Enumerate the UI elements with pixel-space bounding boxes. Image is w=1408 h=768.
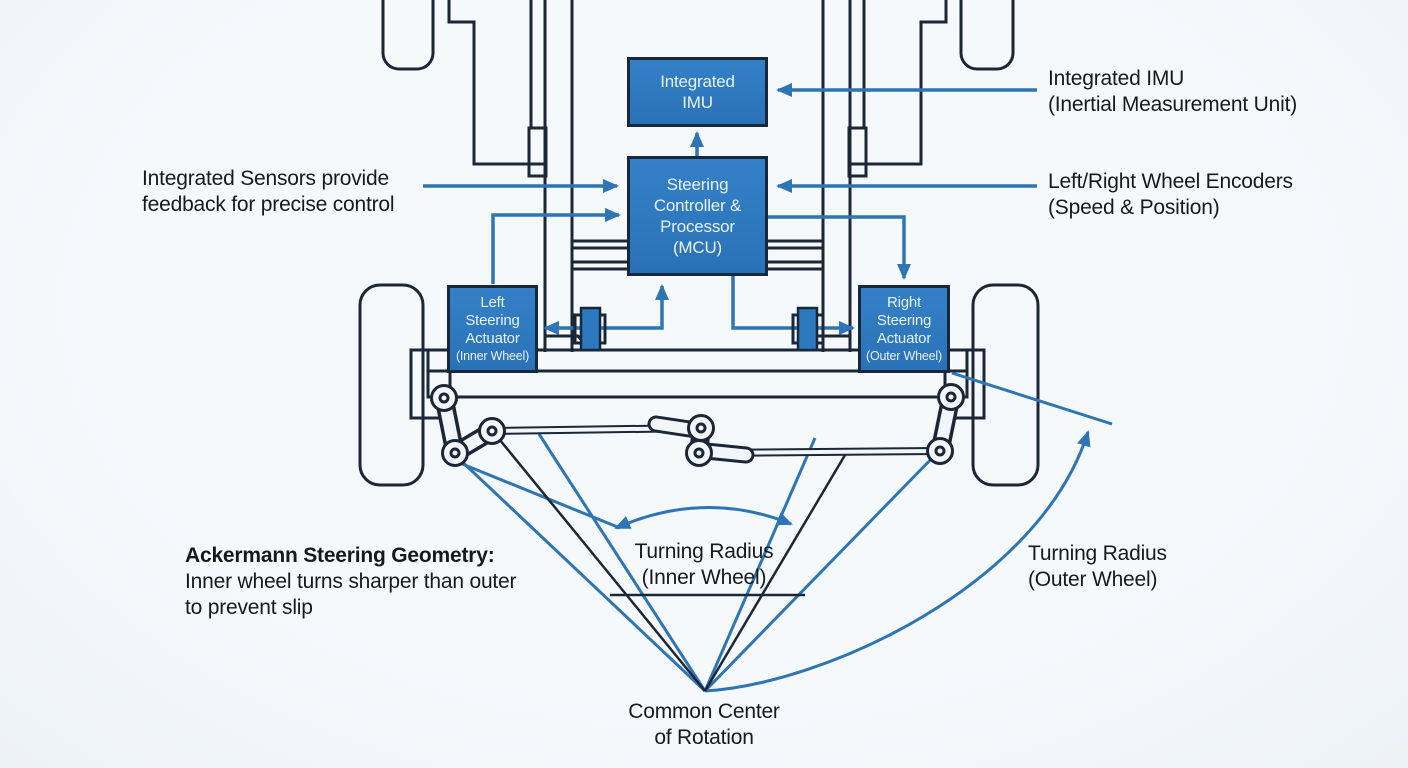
label-integrated-imu: Integrated IMU (Inertial Measurement Uni… <box>1048 67 1298 116</box>
left-wheel-axis-line <box>449 457 621 530</box>
label-common-center: Common Center of Rotation <box>628 700 780 749</box>
mcu-box-line: Processor <box>660 217 735 236</box>
right-wheel-encoder <box>796 306 819 352</box>
right-frame-bracket <box>850 0 948 166</box>
front-right-wheel <box>971 283 1040 487</box>
imu-box-line: Integrated <box>660 72 735 91</box>
right-actuator-line: Right <box>886 294 922 311</box>
label-turning-radius-inner: Turning Radius (Inner Wheel) <box>634 540 774 589</box>
front-axle-beam <box>426 348 969 399</box>
ackermann-title: Ackermann Steering Geometry: <box>185 544 495 567</box>
left-actuator-line: Left <box>480 294 505 311</box>
right-actuator-line: Actuator <box>876 330 932 347</box>
turning-geometry-blue-lines <box>449 371 1113 693</box>
label-ackermann-note: Ackermann Steering Geometry: Inner wheel… <box>185 544 517 619</box>
right-actuator-box: Right Steering Actuator (Outer Wheel) <box>858 285 950 373</box>
left-actuator-line: Actuator <box>465 330 520 347</box>
steering-linkage <box>430 383 965 467</box>
label-turning-radius-outer: Turning Radius (Outer Wheel) <box>1028 542 1167 591</box>
right-actuator-line: Steering <box>876 312 932 329</box>
mcu-box-line: (MCU) <box>672 238 723 257</box>
left-actuator-subline: (Inner Wheel) <box>455 349 530 363</box>
rear-left-wheel <box>381 0 435 71</box>
wheel-encoder-sensors <box>573 306 825 352</box>
label-integrated-sensors: Integrated Sensors provide feedback for … <box>142 167 395 216</box>
label-wheel-encoders: Left/Right Wheel Encoders (Speed & Posit… <box>1048 170 1293 219</box>
front-left-wheel <box>358 283 425 487</box>
imu-box-line: IMU <box>682 93 713 112</box>
left-frame-bracket <box>447 0 545 166</box>
rear-right-wheel <box>959 0 1015 71</box>
imu-box: Integrated IMU <box>627 57 768 127</box>
left-actuator-to-mcu-arrow <box>491 208 621 284</box>
right-actuator-subline: (Outer Wheel) <box>866 349 942 363</box>
left-actuator-box: Left Steering Actuator (Inner Wheel) <box>447 285 538 373</box>
mcu-box-line: Steering <box>666 175 729 194</box>
right-wheel-axis-line <box>951 371 1113 426</box>
left-actuator-line: Steering <box>465 312 520 329</box>
turning-geometry-black-lines <box>494 433 850 692</box>
outer-turning-radius-arc <box>704 430 1091 693</box>
inner-turning-radius-arc <box>614 506 793 530</box>
mcu-box-line: Controller & <box>653 196 742 215</box>
left-wheel-encoder <box>579 306 602 352</box>
chassis-drawing <box>358 0 1040 487</box>
mcu-to-right-actuator-arrow <box>768 215 911 280</box>
mcu-box: Steering Controller & Processor (MCU) <box>627 156 768 276</box>
